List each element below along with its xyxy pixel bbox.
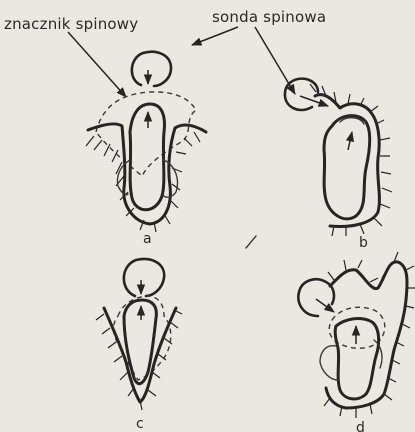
probe-ring-icon [132, 52, 171, 86]
probe-leader-a [192, 27, 238, 45]
ligand-thin-contour [320, 346, 338, 380]
surface-hatching [310, 84, 392, 236]
ligand-body [335, 319, 378, 399]
probe-ring-icon [124, 259, 164, 296]
ligand-body [130, 104, 164, 210]
ligand-arrow-icon [348, 132, 352, 150]
panel-c-drawing [96, 259, 182, 410]
panel-label-a: a [143, 231, 152, 248]
ligand-body [324, 116, 370, 219]
probe-arrow-icon [316, 299, 334, 312]
scratch-mark [246, 236, 256, 248]
probe-ring-icon [285, 79, 318, 110]
panel-b-drawing [285, 79, 392, 236]
spin-label-leader [68, 32, 126, 97]
surface-hatching [86, 132, 200, 232]
probe-ring-icon [298, 279, 334, 316]
spin-label-text: znacznik spinowy [4, 16, 138, 33]
panel-label-b: b [359, 235, 368, 252]
probe-arrow-icon [300, 96, 328, 106]
leader-lines [68, 27, 295, 97]
panel-a-drawing [86, 52, 206, 232]
panel-label-c: c [136, 416, 144, 432]
panel-label-d: d [356, 420, 365, 432]
panel-d-drawing [298, 252, 415, 418]
spin-probe-text: sonda spinowa [212, 9, 326, 26]
